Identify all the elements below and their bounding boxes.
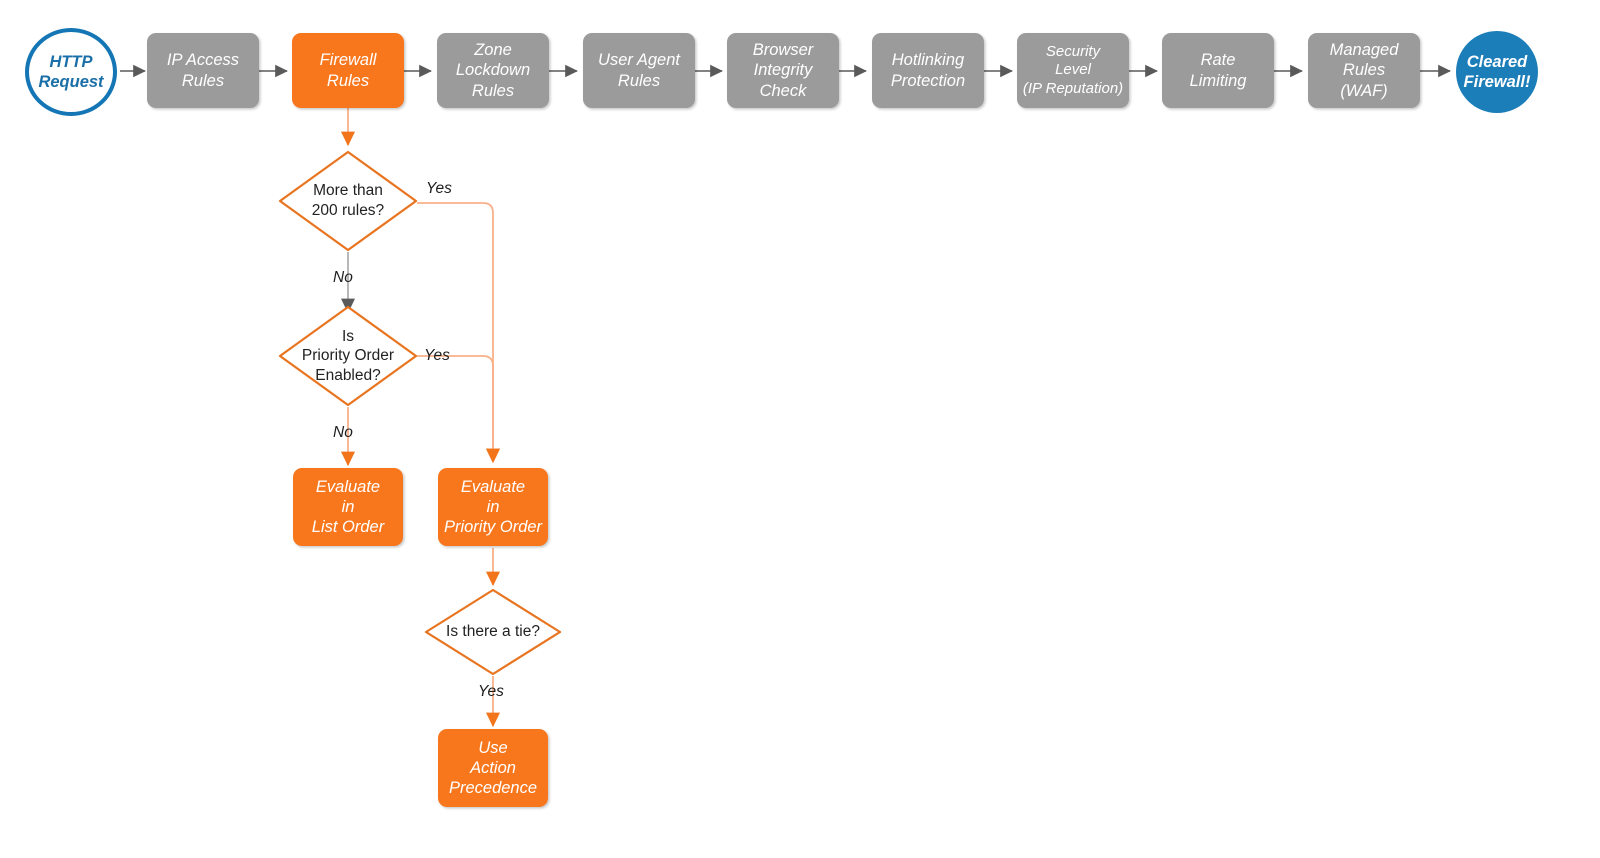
diamond-shape (424, 588, 562, 676)
node-zone-lockdown-rules[interactable]: Zone Lockdown Rules (437, 33, 549, 108)
arrow-more-than-200-yes (417, 202, 501, 464)
edge-label-more-than-200-yes: Yes (426, 180, 452, 197)
node-firewall-rules-label: Firewall Rules (319, 51, 377, 90)
node-user-agent-rules-label: User Agent Rules (598, 51, 680, 90)
node-browser-integrity-check-label: Browser Integrity Check (752, 41, 814, 100)
decision-is-there-a-tie-label: Is there a tie? (446, 623, 540, 641)
node-evaluate-in-priority-order[interactable]: Evaluate in Priority Order (438, 468, 548, 546)
node-security-level[interactable]: Security Level (IP Reputation) (1017, 33, 1129, 108)
node-use-action-precedence[interactable]: Use Action Precedence (438, 729, 548, 807)
edge-label-priority-enabled-no: No (333, 424, 353, 441)
node-cleared-firewall[interactable]: Cleared Firewall! (1456, 31, 1538, 113)
node-evaluate-in-priority-order-label: Evaluate in Priority Order (443, 477, 543, 537)
node-rate-limiting-label: Rate Limiting (1189, 51, 1247, 90)
diamond-shape (278, 305, 418, 407)
node-user-agent-rules[interactable]: User Agent Rules (583, 33, 695, 108)
decision-more-than-200-rules-label: More than 200 rules? (311, 182, 385, 219)
node-cleared-firewall-label: Cleared Firewall! (1463, 52, 1531, 91)
edge-label-priority-enabled-yes: Yes (424, 347, 450, 364)
edge-label-more-than-200-no: No (333, 269, 353, 286)
diamond-shape (278, 150, 418, 252)
node-use-action-precedence-label: Use Action Precedence (448, 738, 538, 798)
node-zone-lockdown-rules-label: Zone Lockdown Rules (455, 41, 531, 100)
node-rate-limiting[interactable]: Rate Limiting (1162, 33, 1274, 108)
decision-priority-order-enabled[interactable]: Is Priority Order Enabled? (278, 305, 418, 407)
decision-is-there-a-tie[interactable]: Is there a tie? (424, 588, 562, 676)
node-ip-access-rules-label: IP Access Rules (166, 51, 240, 90)
decision-priority-order-enabled-label: Is Priority Order Enabled? (301, 327, 395, 384)
node-evaluate-in-list-order-label: Evaluate in List Order (311, 477, 385, 537)
node-evaluate-in-list-order[interactable]: Evaluate in List Order (293, 468, 403, 546)
node-browser-integrity-check[interactable]: Browser Integrity Check (727, 33, 839, 108)
node-managed-rules-waf[interactable]: Managed Rules (WAF) (1308, 33, 1420, 108)
node-hotlinking-protection-label: Hotlinking Protection (890, 51, 966, 90)
edge-label-tie-yes: Yes (478, 683, 504, 700)
arrow-priority-enabled-yes (417, 355, 501, 464)
node-security-level-label: Security Level (IP Reputation) (1022, 43, 1124, 97)
node-managed-rules-waf-label: Managed Rules (WAF) (1329, 41, 1399, 100)
node-firewall-rules[interactable]: Firewall Rules (292, 33, 404, 108)
node-hotlinking-protection[interactable]: Hotlinking Protection (872, 33, 984, 108)
node-ip-access-rules[interactable]: IP Access Rules (147, 33, 259, 108)
node-http-request[interactable]: HTTP Request (25, 28, 117, 116)
node-http-request-label: HTTP Request (38, 52, 104, 91)
decision-more-than-200-rules[interactable]: More than 200 rules? (278, 150, 418, 252)
